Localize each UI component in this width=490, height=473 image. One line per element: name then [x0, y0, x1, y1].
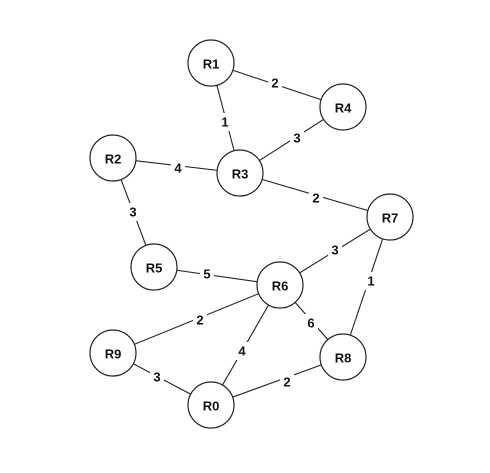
edge-weight-label: 4 — [238, 344, 246, 359]
node-circle — [256, 261, 304, 309]
edge-weight-label: 2 — [283, 375, 290, 390]
node-circle — [130, 243, 178, 291]
node-circle — [187, 39, 235, 87]
node-circle — [319, 333, 367, 381]
edge-weight-label: 5 — [203, 267, 210, 282]
node-circle — [89, 134, 137, 182]
edge-weight-label: 1 — [367, 274, 374, 289]
edge-weight-bg — [268, 74, 282, 92]
edge-weight-bg — [309, 189, 323, 207]
edge-weight-label: 3 — [153, 370, 160, 385]
node-circle — [319, 83, 367, 131]
edge-weight-label: 4 — [174, 161, 182, 176]
edge-weight-label: 3 — [129, 205, 136, 220]
edge-weight-bg — [218, 113, 232, 131]
edge-weight-label: 1 — [221, 115, 228, 130]
node-circle — [366, 193, 414, 241]
node-label: R4 — [335, 101, 352, 116]
edge-weight-bg — [304, 314, 318, 332]
node-r6: R6 — [256, 261, 304, 309]
edge-weight-label: 2 — [312, 191, 319, 206]
node-label: R1 — [203, 57, 220, 72]
edge-weight-label: 2 — [271, 76, 278, 91]
node-label: R5 — [146, 261, 163, 276]
node-label: R9 — [105, 347, 122, 362]
edge-weight-bg — [290, 129, 304, 147]
edge-weight-label: 3 — [293, 131, 300, 146]
node-r5: R5 — [130, 243, 178, 291]
node-r4: R4 — [319, 83, 367, 131]
edge-weight-label: 3 — [331, 243, 338, 258]
edge-weight-bg — [364, 272, 378, 290]
edge-weight-bg — [126, 203, 140, 221]
node-label: R2 — [105, 152, 122, 167]
node-circle — [89, 329, 137, 377]
node-circle — [187, 381, 235, 429]
node-circle — [216, 149, 264, 197]
node-r8: R8 — [319, 333, 367, 381]
edge-weight-bg — [200, 265, 214, 283]
edge-weight-label: 6 — [307, 316, 314, 331]
node-r3: R3 — [216, 149, 264, 197]
node-label: R7 — [382, 211, 399, 226]
node-r9: R9 — [89, 329, 137, 377]
node-r2: R2 — [89, 134, 137, 182]
node-r7: R7 — [366, 193, 414, 241]
node-r0: R0 — [187, 381, 235, 429]
edge-weight-bg — [171, 159, 185, 177]
edge-weight-bg — [328, 241, 342, 259]
node-label: R0 — [203, 399, 220, 414]
edge-weight-bg — [280, 373, 294, 391]
edge-weight-label: 2 — [196, 313, 203, 328]
edges-layer: 2 1 3 4 2 3 5 3 1 2 6 4 3 2 — [112, 62, 391, 406]
node-label: R6 — [272, 279, 289, 294]
edge-weight-bg — [235, 342, 249, 360]
node-label: R8 — [335, 351, 352, 366]
edge-weight-bg — [193, 311, 207, 329]
node-r1: R1 — [187, 39, 235, 87]
node-label: R3 — [232, 167, 249, 182]
edge-weight-bg — [150, 368, 164, 386]
